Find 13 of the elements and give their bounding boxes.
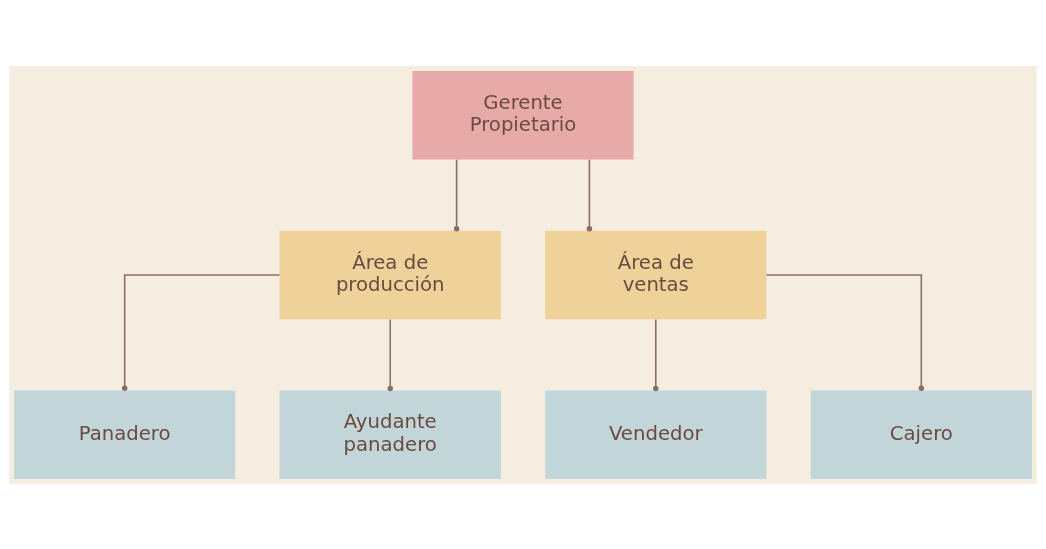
node-box: Área de producción bbox=[279, 230, 501, 319]
connector bbox=[765, 273, 925, 391]
connector bbox=[453, 158, 460, 231]
node-box: Área de ventas bbox=[545, 230, 767, 319]
node-box: Gerente Propietario bbox=[412, 70, 634, 159]
connector bbox=[653, 318, 659, 391]
node-box: Ayudante panadero bbox=[279, 390, 501, 479]
node-box: Cajero bbox=[810, 390, 1032, 479]
node-box: Vendedor bbox=[545, 390, 767, 479]
node-box: Panadero bbox=[14, 390, 236, 479]
connector bbox=[387, 318, 393, 391]
connector bbox=[586, 158, 593, 231]
connector bbox=[121, 273, 281, 391]
